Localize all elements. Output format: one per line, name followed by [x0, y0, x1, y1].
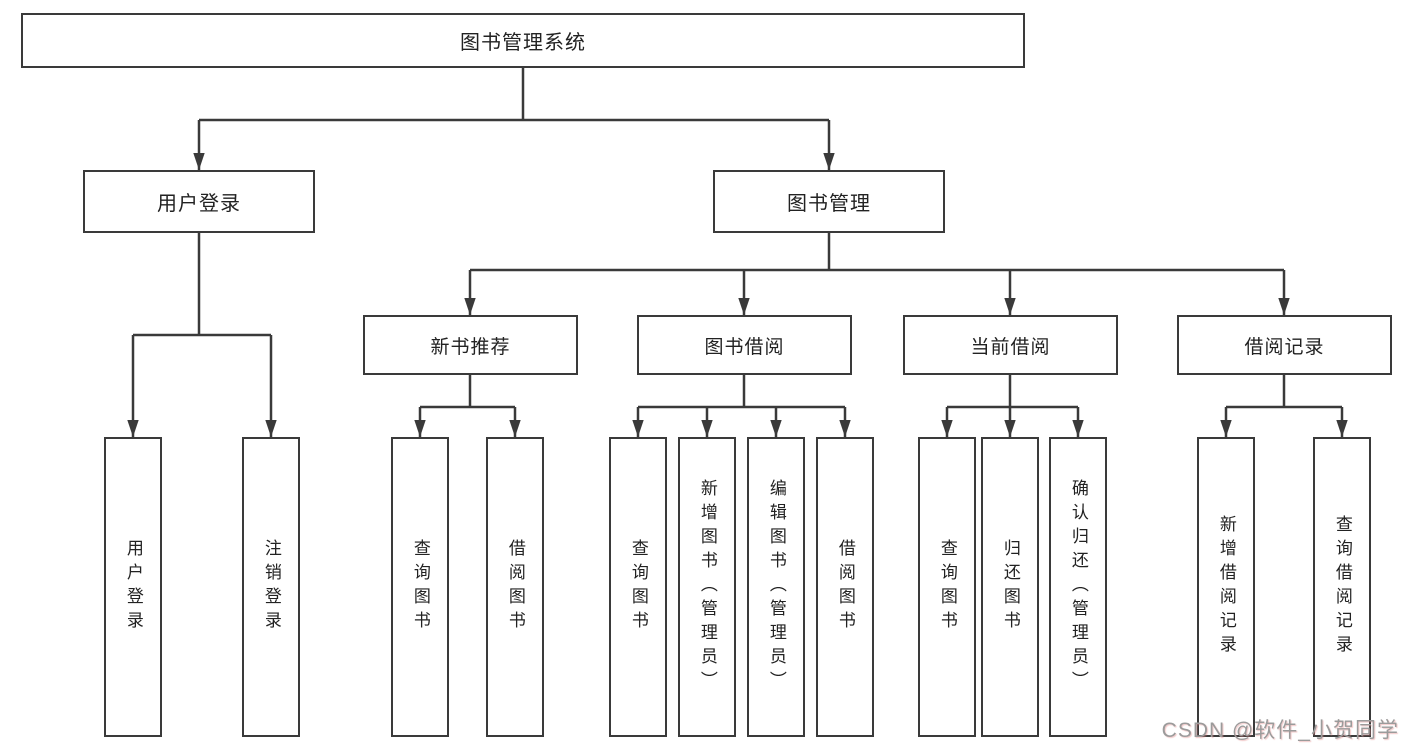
leaf-current-query-books: 查询图书 — [918, 437, 976, 737]
node-book-management: 图书管理 — [713, 170, 945, 233]
node-user-login: 用户登录 — [83, 170, 315, 233]
node-new-book-recommend: 新书推荐 — [363, 315, 578, 375]
leaf-confirm-return-admin: 确认归还（管理员） — [1049, 437, 1107, 737]
node-borrow-records: 借阅记录 — [1177, 315, 1392, 375]
leaf-add-borrow-record: 新增借阅记录 — [1197, 437, 1255, 737]
leaf-recommend-borrow-book: 借阅图书 — [486, 437, 544, 737]
node-root-system: 图书管理系统 — [21, 13, 1025, 68]
leaf-add-book-admin: 新增图书（管理员） — [678, 437, 736, 737]
leaf-query-borrow-record: 查询借阅记录 — [1313, 437, 1371, 737]
leaf-recommend-query-books: 查询图书 — [391, 437, 449, 737]
leaf-edit-book-admin: 编辑图书（管理员） — [747, 437, 805, 737]
leaf-borrow-query-books: 查询图书 — [609, 437, 667, 737]
csdn-watermark: CSDN @软件_小贺同学 — [1161, 719, 1399, 742]
node-book-borrow: 图书借阅 — [637, 315, 852, 375]
leaf-return-book: 归还图书 — [981, 437, 1039, 737]
leaf-logout: 注销登录 — [242, 437, 300, 737]
node-current-borrow: 当前借阅 — [903, 315, 1118, 375]
leaf-borrow-book: 借阅图书 — [816, 437, 874, 737]
leaf-user-login: 用户登录 — [104, 437, 162, 737]
